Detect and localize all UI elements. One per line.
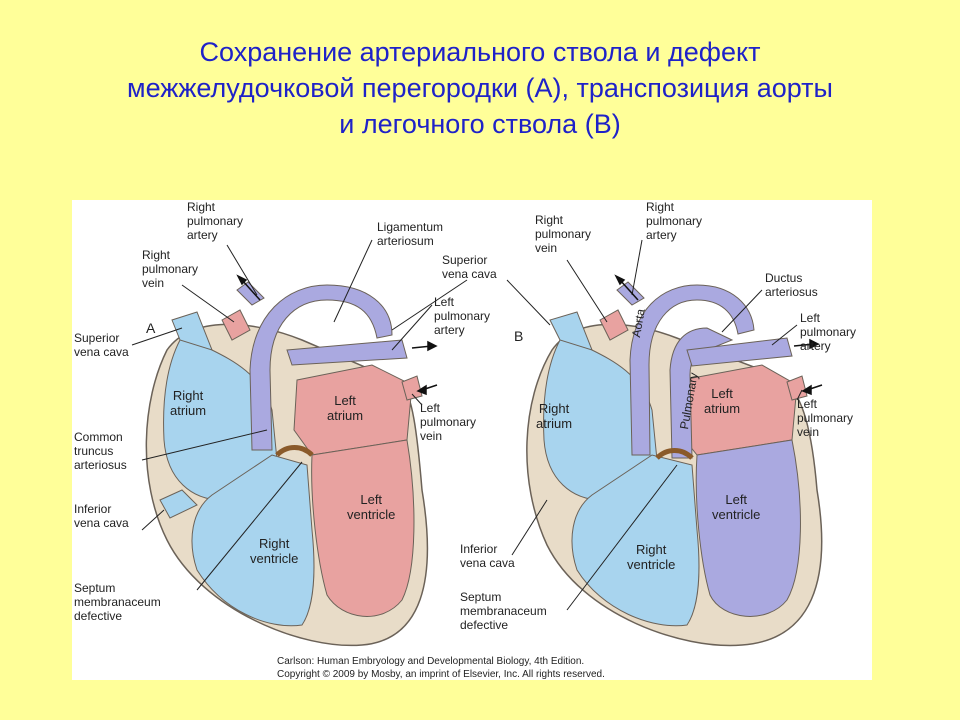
heart-b-left-pv [786,375,808,401]
title-line-3: и легочного ствола (В) [339,109,621,139]
heart-a-left-pa [286,339,408,366]
label-a-septum: Septum membranaceum defective [74,581,161,623]
heart-b-right-pv [599,309,629,341]
heart-a-right-pv [221,309,251,341]
label-b-left-ventricle: Left ventricle [712,492,761,522]
label-b-right-ventricle: Right ventricle [627,542,676,572]
label-b-letter: B [514,328,524,344]
heart-illustration [131,239,823,647]
heart-figure: A Right pulmonary artery Ligamentum arte… [72,200,872,680]
heart-a-left-pv [401,375,423,401]
label-b-right-atrium: Right atrium [536,401,573,431]
credit-line-1: Carlson: Human Embryology and Developmen… [277,656,585,667]
heart-b-right-pa [616,281,645,306]
title-line-2: межжелудочковой перегородки (А), транспо… [127,73,833,103]
label-a-letter: A [146,320,156,336]
copyright-credit: Carlson: Human Embryology and Developmen… [277,655,605,681]
label-a-right-atrium: Right atrium [170,388,207,418]
heart-b-svc [549,311,593,351]
heart-b-arrows [614,274,823,396]
heart-b [506,239,823,647]
label-a-right-ventricle: Right ventricle [250,536,299,566]
slide-title: Сохранение артериального ствола и дефект… [40,34,920,142]
heart-a-truncus [249,284,393,451]
heart-a-leaders [131,239,468,591]
label-a-left-atrium: Left atrium [327,393,364,423]
heart-b-aorta [629,284,755,456]
label-b-right-pulmonary-vein: Right pulmonary vein [535,213,592,255]
label-a-common-truncus: Common truncus arteriosus [74,430,127,472]
heart-b-right-atrium [543,331,658,501]
credit-line-2: Copyright © 2009 by Mosby, an imprint of… [277,669,605,680]
label-b-ductus-arteriosus: Ductus arteriosus [765,271,818,299]
label-a-superior-vena-cava-top: Superior vena cava [442,253,497,281]
heart-b-septal-defect [655,448,694,460]
heart-b-pulmonary-trunk [669,327,734,459]
heart-a-right-ventricle [191,454,315,627]
label-b-right-pulmonary-artery: Right pulmonary artery [646,200,703,242]
heart-a-svc [171,311,213,351]
title-line-1: Сохранение артериального ствола и дефект [199,37,761,67]
label-a-right-pulmonary-vein: Right pulmonary vein [142,248,199,290]
label-b-septum: Septum membranaceum defective [460,590,547,632]
heart-a-septal-defect [275,445,314,457]
heart-a-left-ventricle [311,439,415,617]
heart-a-right-atrium [163,331,278,501]
heart-b-right-ventricle [571,454,700,627]
heart-b-left-pa [686,337,793,367]
label-a-left-pulmonary-vein: Left pulmonary vein [420,401,477,443]
label-b-inferior-vena-cava: Inferior vena cava [460,542,515,570]
label-a-right-pulmonary-artery: Right pulmonary artery [187,200,244,242]
heart-b-leaders [506,239,803,611]
heart-b-left-ventricle [695,439,801,617]
label-b-left-pulmonary-vein: Left pulmonary vein [797,397,854,439]
label-a-left-pulmonary-artery: Left pulmonary artery [434,295,491,337]
label-a-inferior-vena-cava: Inferior vena cava [74,502,129,530]
label-a-ligamentum-arteriosum: Ligamentum arteriosum [377,220,444,248]
label-a-left-ventricle: Left ventricle [347,492,396,522]
label-a-superior-vena-cava: Superior vena cava [74,331,129,359]
label-b-left-atrium: Left atrium [704,386,741,416]
heart-a [131,239,468,647]
heart-a-ivc [159,489,198,519]
heart-a-arrows [236,274,438,396]
label-b-left-pulmonary-artery: Left pulmonary artery [800,311,857,353]
heart-a-right-pa [236,281,265,306]
